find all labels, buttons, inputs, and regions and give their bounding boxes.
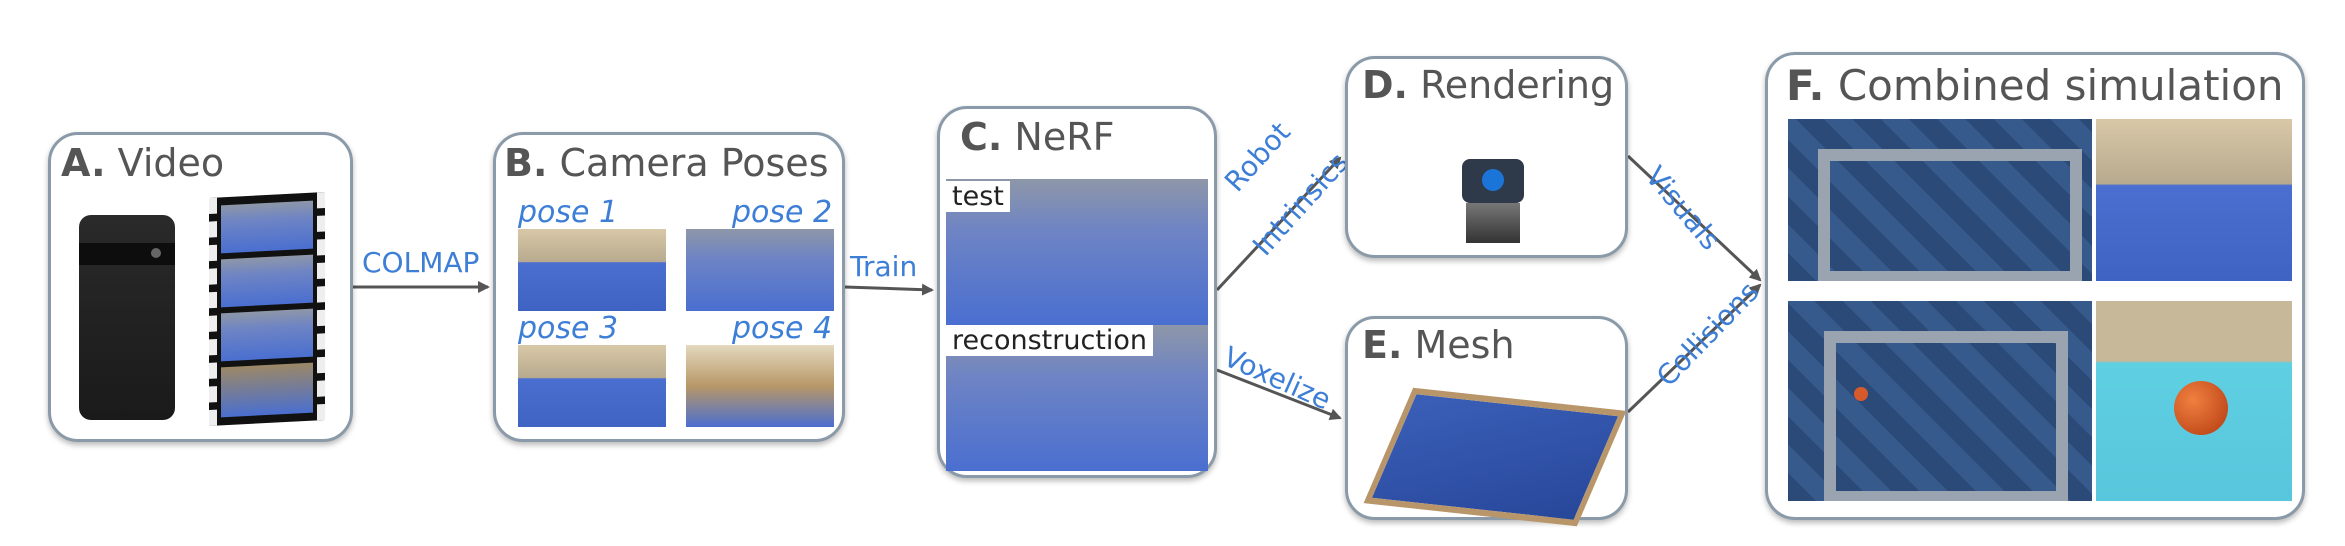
sim-visual-camera-image (2096, 119, 2292, 281)
node-f-title: F. Combined simulation (1786, 61, 2284, 110)
node-b-camera-poses: B. Camera Poses pose 1 pose 2 pose 3 pos… (493, 132, 845, 442)
arrow-c-d (1215, 156, 1342, 292)
phone-image (79, 215, 175, 420)
sim-collision-camera-image (2096, 301, 2292, 501)
film-strip-image (209, 191, 325, 427)
robot-camera-image (1442, 151, 1542, 251)
sim-collision-overview-image (1788, 301, 2092, 501)
pose-1-image (518, 229, 666, 311)
arrow-d-f (1626, 154, 1762, 282)
sim-visual-overview-image (1788, 119, 2092, 281)
pose-label: pose 1 (518, 195, 619, 230)
node-e-mesh: E. Mesh (1345, 316, 1628, 527)
arrow-c-e (1216, 368, 1342, 420)
node-d-title: D. Rendering (1362, 63, 1615, 107)
edge-label-colmap: COLMAP (362, 246, 480, 279)
node-b-title: B. Camera Poses (504, 141, 829, 185)
pose-3-image (518, 345, 666, 427)
node-c-title: C. NeRF (960, 115, 1115, 159)
pose-4-image (686, 345, 834, 427)
node-e-title: E. Mesh (1362, 323, 1515, 367)
caption-reconstruction: reconstruction (946, 325, 1154, 356)
mesh-image (1363, 387, 1627, 527)
node-c-nerf: C. NeRF test reconstruction (937, 106, 1217, 478)
edge-label-train: Train (850, 250, 918, 283)
node-f-combined-simulation: F. Combined simulation (1765, 52, 2305, 520)
pose-label: pose 2 (732, 195, 833, 230)
pose-label: pose 3 (518, 311, 619, 346)
node-a-video: A. Video (48, 132, 353, 442)
caption-test: test (946, 181, 1010, 212)
pose-label: pose 4 (732, 311, 833, 346)
pose-2-image (686, 229, 834, 311)
node-a-title: A. Video (61, 141, 225, 185)
node-d-rendering: D. Rendering (1345, 56, 1628, 258)
arrow-b-c (844, 283, 934, 296)
arrow-e-f (1626, 283, 1762, 414)
